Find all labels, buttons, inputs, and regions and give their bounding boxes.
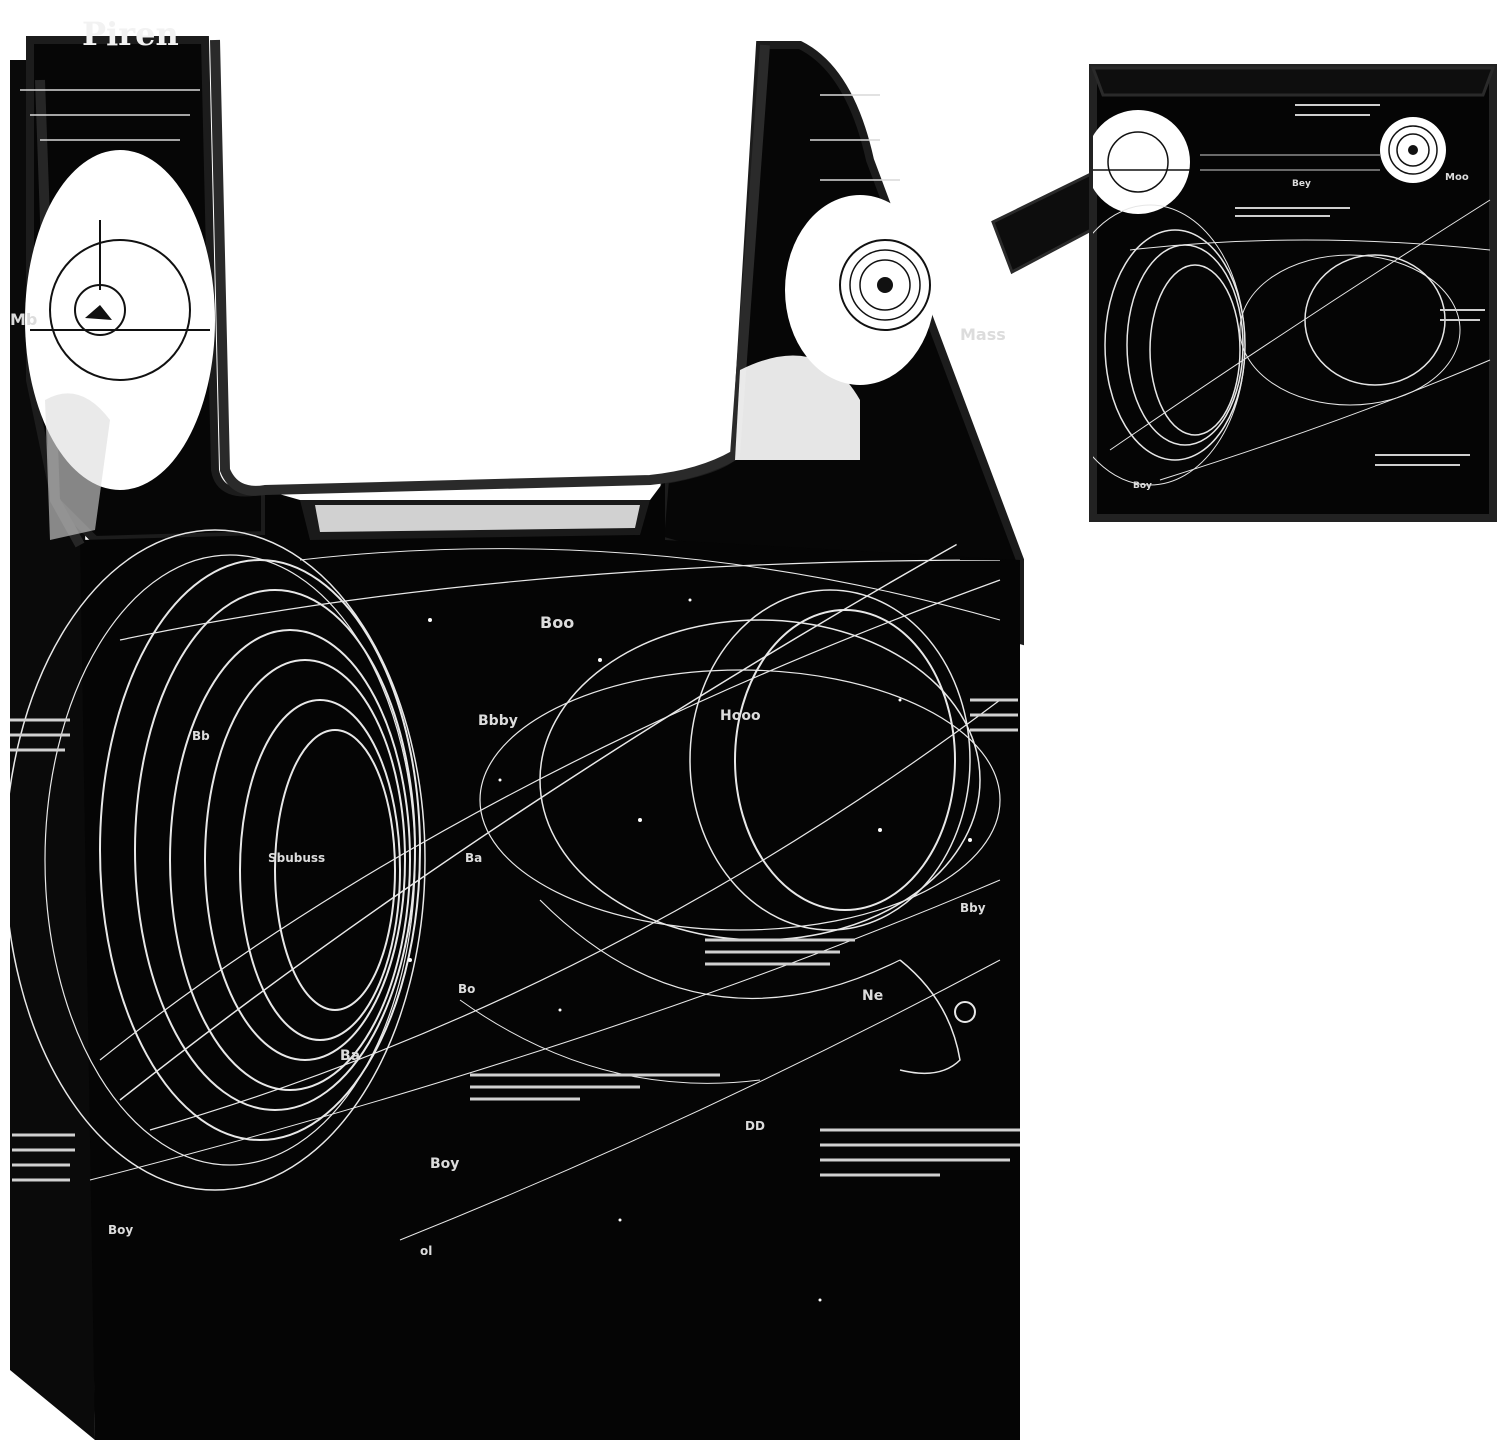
svg-text:Mb: Mb [10, 310, 37, 329]
svg-text:Bbby: Bbby [478, 713, 518, 729]
folded-pouch: Moo Bey Boy [991, 64, 1497, 522]
svg-text:Mass: Mass [960, 325, 1006, 344]
svg-text:ol: ol [420, 1244, 432, 1258]
svg-text:Bey: Bey [1292, 179, 1311, 189]
main-tote-bag: Piren Boo Mb Mass Bbby Hooo Sbubuss Bb B… [10, 15, 1024, 1440]
svg-text:Moo: Moo [1445, 172, 1469, 183]
svg-text:Ne: Ne [862, 988, 883, 1004]
svg-text:Boo: Boo [540, 613, 574, 632]
main-bag-text-blocks [10, 698, 1020, 1182]
svg-text:Bb: Bb [192, 729, 210, 743]
main-bag-print-text: Piren Boo Mb Mass Bbby Hooo Sbubuss Bb B… [10, 15, 1006, 1258]
handle-sketch-lines [20, 89, 900, 181]
svg-text:Sbubuss: Sbubuss [268, 851, 325, 865]
bag-front-panel [80, 480, 1020, 1440]
svg-text:Bo: Bo [458, 982, 475, 996]
svg-text:Boy: Boy [1133, 481, 1152, 491]
handle-disc-prints [25, 150, 935, 540]
svg-text:Boy: Boy [108, 1223, 133, 1237]
svg-text:Ba: Ba [465, 851, 482, 865]
svg-text:DD: DD [745, 1119, 765, 1133]
svg-text:Boy: Boy [430, 1156, 459, 1172]
orbit-line-art [10, 519, 1001, 1241]
svg-text:Ba: Ba [340, 1048, 360, 1064]
svg-text:Hooo: Hooo [720, 708, 761, 724]
print-header: Piren [82, 15, 179, 53]
svg-text:Bby: Bby [960, 901, 986, 915]
star-specks [408, 598, 972, 1302]
